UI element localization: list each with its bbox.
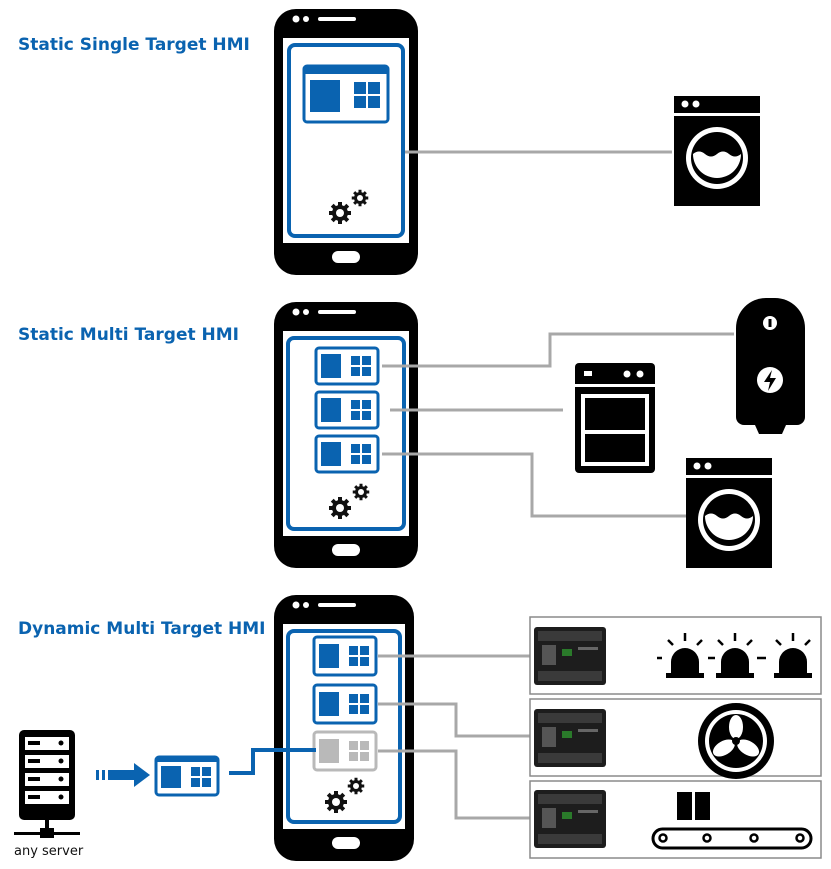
hmi-widget-multi-3 [314,434,380,474]
title-static-single: Static Single Target HMI [18,35,250,55]
oven-icon [575,363,655,473]
server-label: any server [14,844,84,859]
connector-boiler [382,332,734,368]
plc-panel-alarms [529,616,822,695]
hmi-widget-multi-2 [314,390,380,430]
fan-icon [698,703,774,779]
connector-washer-2 [382,452,686,518]
hmi-widget-server [154,755,220,797]
title-static-multi: Static Multi Target HMI [18,325,239,345]
conveyor-belt-icon [651,792,813,850]
transfer-arrow-icon [96,763,150,787]
plc-panel-fan [529,698,822,777]
washing-machine-icon [674,96,760,206]
connector-plc-3 [378,749,530,820]
alarm-lights-icon [657,633,812,678]
washing-machine-icon [686,458,772,568]
phone-dynamic [274,595,414,861]
server-icon [14,730,80,838]
hmi-widget-dynamic-loaded [312,730,378,772]
phone-single [274,9,418,275]
water-heater-icon [736,298,805,434]
title-dynamic-multi: Dynamic Multi Target HMI [18,619,266,639]
hmi-widget-dynamic-2 [312,683,378,725]
hmi-widget-dynamic-1 [312,635,378,677]
hmi-widget-single [302,64,390,124]
connector-server-hmi [229,748,316,775]
connector-plc-2 [378,702,530,738]
hmi-widget-multi-1 [314,346,380,386]
